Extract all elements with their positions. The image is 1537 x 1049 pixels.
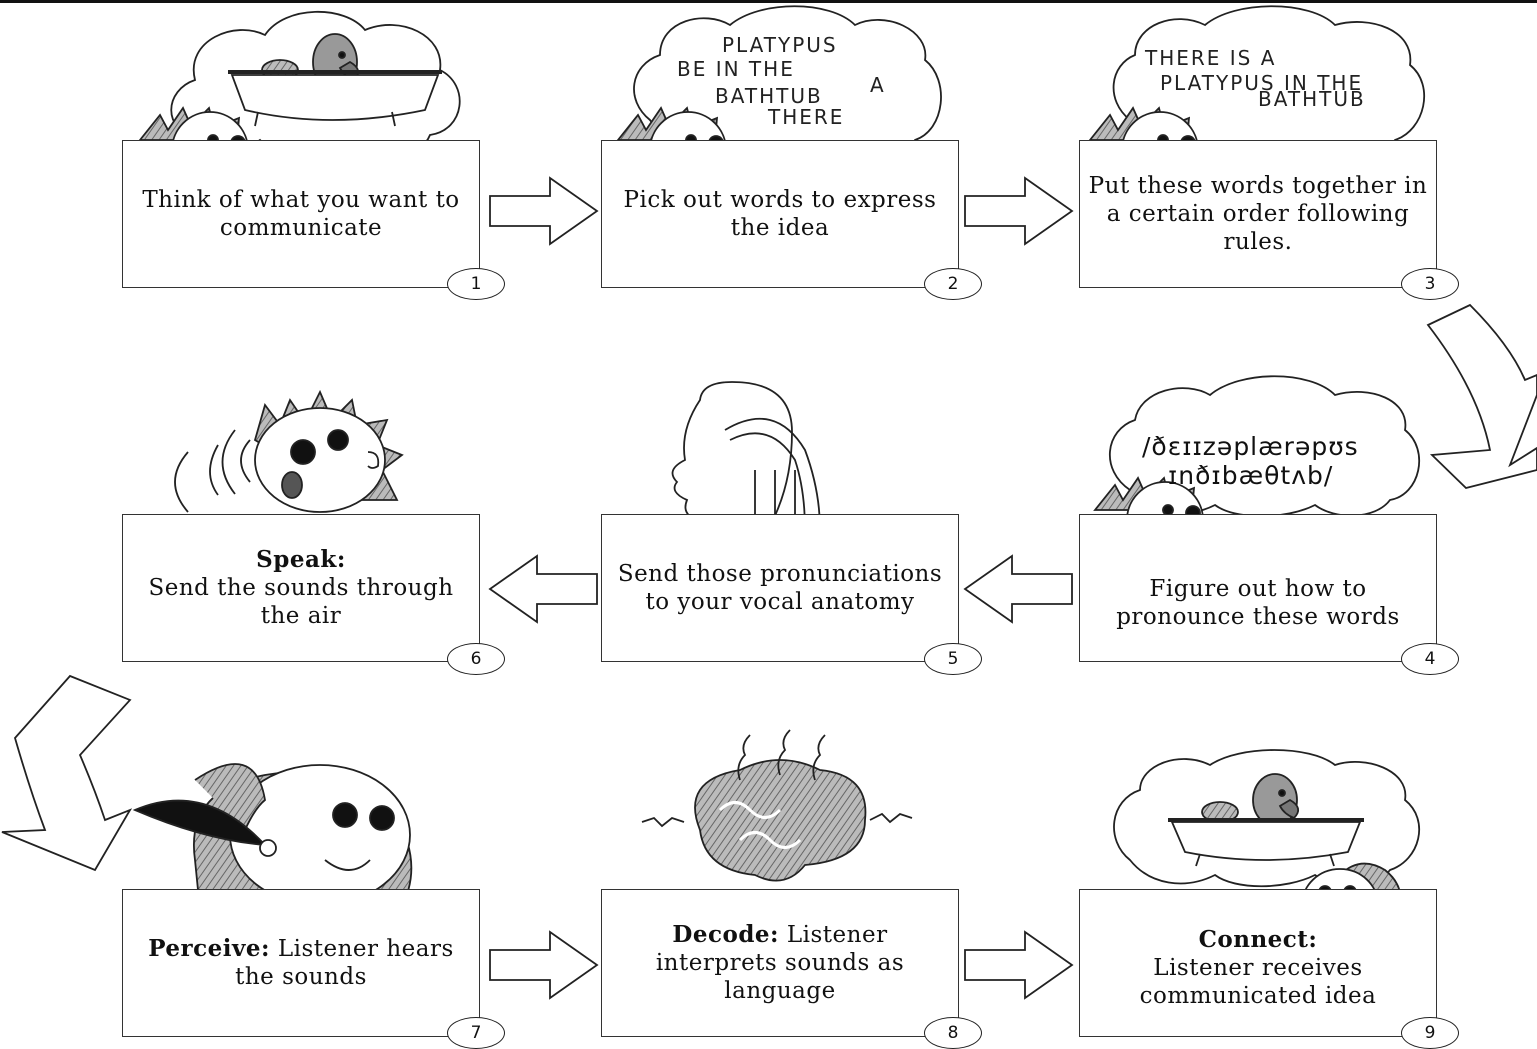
- step-text-2: Pick out words to express the idea: [602, 186, 958, 242]
- bubble3-line3: BATHTUB: [1258, 87, 1366, 111]
- step-text-1: Think of what you want to communicate: [123, 186, 479, 242]
- step-6-text: Send the sounds through the air: [148, 575, 454, 629]
- step-box-6: Speak:Send the sounds through the air: [122, 514, 480, 662]
- step-9-text: Listener receives communicated idea: [1139, 955, 1377, 1009]
- step-box-8: Decode: Listener interprets sounds as la…: [601, 889, 959, 1037]
- step-number-6: 6: [447, 643, 505, 675]
- step-number-4: 4: [1401, 643, 1459, 675]
- flow-arrow-icon-7-8: [489, 930, 599, 1000]
- step-box-3: Put these words together in a certain or…: [1079, 140, 1437, 288]
- step-1-text: Think of what you want to communicate: [142, 187, 460, 241]
- step-2-text: Pick out words to express the idea: [623, 187, 937, 241]
- top-rule: [0, 0, 1537, 3]
- bubble2-line3: A: [870, 73, 886, 97]
- step-number-7: 7: [447, 1017, 505, 1049]
- step-text-4: Figure out how to pronounce these words: [1080, 545, 1436, 631]
- step-number-5: 5: [924, 643, 982, 675]
- step-number-2: 2: [924, 268, 982, 300]
- step-text-5: Send those pronunciations to your vocal …: [602, 560, 958, 616]
- step-4-text: Figure out how to pronounce these words: [1116, 576, 1400, 630]
- bubble2-line2: BE IN THE: [677, 57, 795, 81]
- bubble4-ipa-line2: ɪnðɪbæθtʌb/: [1168, 461, 1333, 490]
- step-number-9: 9: [1401, 1017, 1459, 1049]
- step-8-text: Listener interprets sounds as language: [655, 922, 905, 1004]
- bubble3-line1: THERE IS A: [1144, 46, 1276, 70]
- step-box-2: Pick out words to express the idea: [601, 140, 959, 288]
- brain-icon: [641, 729, 913, 882]
- platypus-in-bathtub-icon: [228, 33, 442, 127]
- step-text-6: Speak:Send the sounds through the air: [123, 546, 479, 630]
- step-number-3: 3: [1401, 268, 1459, 300]
- flow-arrow-icon-4-5: [963, 554, 1073, 624]
- bubble4-ipa-line1: /ðɛɪɪzəplærəpʊs: [1142, 432, 1359, 461]
- step-6-bold: Speak:: [256, 546, 346, 573]
- flow-arrow-icon-3-4: [1426, 303, 1537, 489]
- flow-arrow-icon-2-3: [964, 176, 1074, 246]
- bubble2-line4: BATHTUB: [715, 84, 823, 108]
- flow-arrow-icon-6-7: [1, 674, 133, 872]
- bubble2-line1: PLATYPUS: [722, 33, 838, 57]
- platypus-in-bathtub-icon-9: [1168, 773, 1364, 867]
- step-box-5: Send those pronunciations to your vocal …: [601, 514, 959, 662]
- shouting-face-icon: [174, 389, 404, 513]
- step-number-8: 8: [924, 1017, 982, 1049]
- step-text-9: Connect:Listener receives communicated i…: [1080, 916, 1436, 1010]
- step-text-3: Put these words together in a certain or…: [1080, 172, 1436, 256]
- step-8-bold: Decode:: [672, 921, 780, 948]
- step-9-bold: Connect:: [1198, 926, 1318, 953]
- step-text-8: Decode: Listener interprets sounds as la…: [602, 921, 958, 1005]
- bubble3-line2: PLATYPUS IN THE: [1160, 71, 1363, 95]
- step-number-1: 1: [447, 268, 505, 300]
- vocal-tract-icon: [671, 381, 821, 531]
- step-7-text: Listener hears the sounds: [235, 936, 454, 990]
- step-7-bold: Perceive:: [148, 935, 271, 962]
- step-5-text: Send those pronunciations to your vocal …: [617, 561, 943, 615]
- step-3-text: Put these words together in a certain or…: [1088, 173, 1428, 255]
- flow-arrow-icon-1-2: [489, 176, 599, 246]
- flow-arrow-icon-8-9: [964, 930, 1074, 1000]
- step-box-4: Figure out how to pronounce these words: [1079, 514, 1437, 662]
- bubble2-line5: THERE: [767, 105, 844, 129]
- step-text-7: Perceive: Listener hears the sounds: [123, 935, 479, 991]
- flow-arrow-icon-5-6: [488, 554, 598, 624]
- step-box-9: Connect:Listener receives communicated i…: [1079, 889, 1437, 1037]
- listener-face-icon: [132, 763, 413, 911]
- step-box-7: Perceive: Listener hears the sounds: [122, 889, 480, 1037]
- step-box-1: Think of what you want to communicate: [122, 140, 480, 288]
